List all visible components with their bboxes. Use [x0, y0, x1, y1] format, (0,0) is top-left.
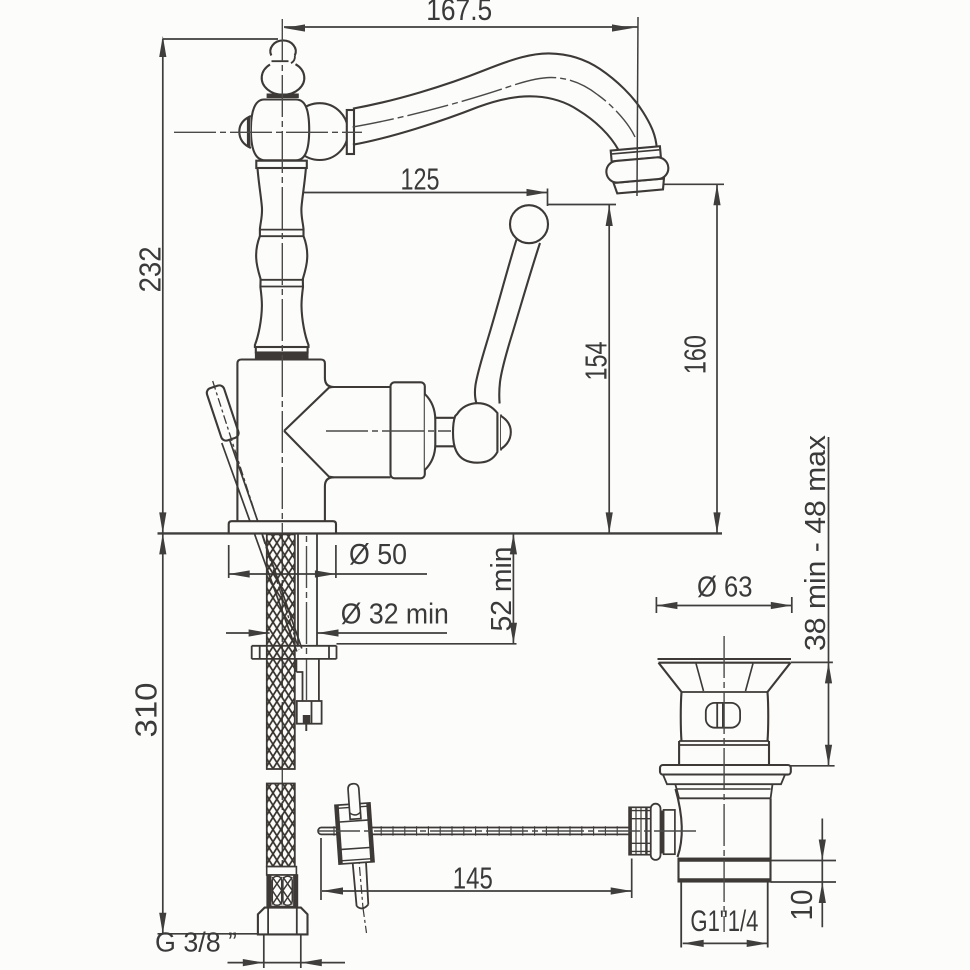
svg-text:G 3/8 ”: G 3/8 ”: [155, 927, 237, 958]
svg-text:38 min - 48 max: 38 min - 48 max: [800, 434, 832, 651]
svg-text:310: 310: [129, 683, 164, 738]
svg-text:10: 10: [784, 890, 819, 921]
svg-text:154: 154: [579, 342, 614, 381]
svg-text:52 min: 52 min: [486, 547, 518, 632]
svg-text:Ø 50: Ø 50: [349, 539, 407, 571]
svg-text:232: 232: [133, 246, 168, 292]
svg-text:167.5: 167.5: [426, 0, 492, 27]
svg-text:160: 160: [678, 335, 713, 374]
svg-text:125: 125: [401, 162, 440, 197]
svg-text:G1"1/4: G1"1/4: [690, 905, 758, 938]
svg-text:Ø 63: Ø 63: [697, 572, 753, 604]
svg-text:145: 145: [453, 861, 493, 896]
svg-text:Ø 32 min: Ø 32 min: [341, 599, 449, 631]
